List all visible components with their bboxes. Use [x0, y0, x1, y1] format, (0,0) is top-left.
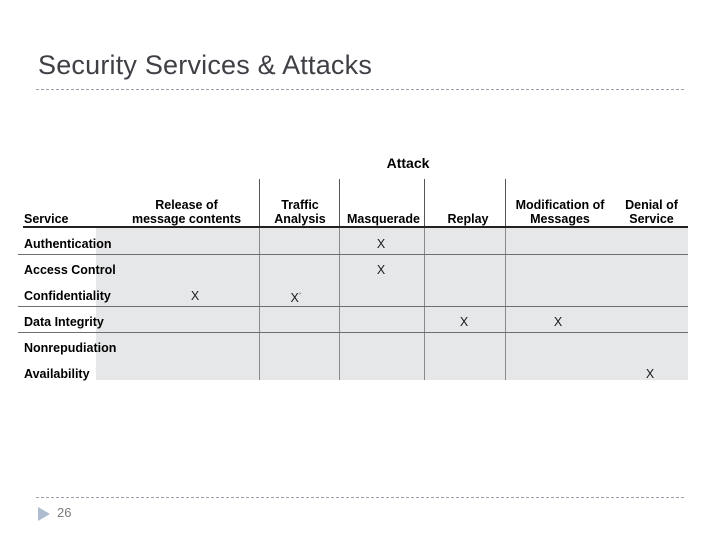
header-divider-2	[339, 179, 340, 226]
header-divider-1	[259, 179, 260, 226]
body-divider-4	[505, 228, 506, 380]
mark-authentication-masquerade: X	[376, 237, 386, 251]
header-bottom-rule	[23, 226, 688, 228]
table-row-service-data-integrity: Data Integrity	[24, 315, 104, 329]
mark-availability-denial-of-service: X	[645, 367, 655, 381]
page-title: Security Services & Attacks	[38, 50, 373, 80]
mark-confidentiality-traffic-analysis: X*	[290, 291, 302, 306]
title-divider	[36, 89, 684, 90]
row-rule-3	[18, 332, 688, 333]
page-number: 26	[57, 505, 72, 520]
table-header-replay: Replay	[447, 212, 489, 226]
body-divider-2	[339, 228, 340, 380]
table-group-header-attack: Attack	[386, 155, 430, 171]
table-row-service-confidentiality: Confidentiality	[24, 289, 111, 303]
table-row-service-authentication: Authentication	[24, 237, 112, 251]
table-row-service-availability: Availability	[24, 367, 90, 381]
mark-access-control-masquerade: X	[376, 263, 386, 277]
body-divider-3	[424, 228, 425, 380]
body-divider-1	[259, 228, 260, 380]
table-body: Authentication X Access Control X Confid…	[18, 228, 688, 381]
mark-confidentiality-release-of-message-contents: X	[190, 289, 200, 303]
footer-divider	[36, 497, 684, 498]
table-header-service: Service	[24, 212, 69, 226]
table-row-service-nonrepudiation: Nonrepudiation	[24, 341, 117, 355]
row-rule-2	[18, 306, 688, 307]
data-cell-shading	[96, 228, 688, 380]
row-rule-1	[18, 254, 688, 255]
header-divider-3	[424, 179, 425, 226]
table-row-service-access-control: Access Control	[24, 263, 116, 277]
play-triangle-icon	[38, 507, 50, 521]
mark-data-integrity-modification-of-messages: X	[553, 315, 563, 329]
table-header-masquerade: Masquerade	[347, 212, 420, 226]
header-divider-4	[505, 179, 506, 226]
mark-data-integrity-replay: X	[459, 315, 469, 329]
